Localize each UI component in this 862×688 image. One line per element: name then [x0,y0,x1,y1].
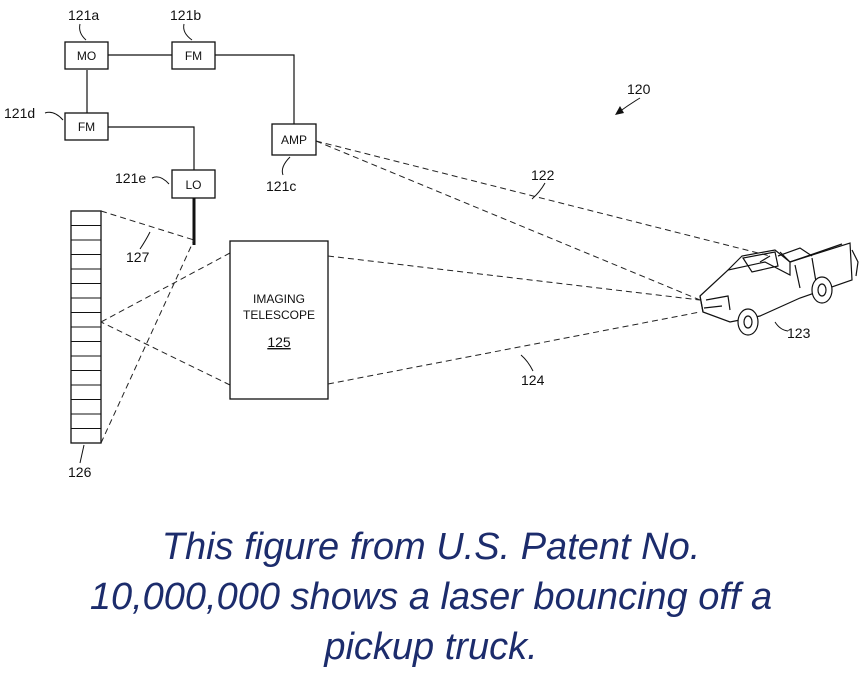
telescope-ref: 125 [267,334,291,350]
caption-line-1: This figure from U.S. Patent No. [161,526,701,568]
fm-top-block: FM [171,41,216,70]
lo-ref: 121e [115,170,146,186]
fm-top-ref: 121b [170,7,201,23]
mo-label: MO [77,49,96,63]
amp-label: AMP [281,133,307,147]
lo-block: LO [171,169,216,199]
caption-line-2: 10,000,000 shows a laser bouncing off a [89,576,773,618]
mo-ref: 121a [68,7,99,23]
signal-wires [86,54,295,245]
amp-block: AMP [271,123,317,156]
fm-left-block: FM [64,112,109,141]
system-ref: 120 [627,81,651,97]
return-beam [327,255,701,385]
lo-beam [100,210,195,444]
imaging-telescope: IMAGING TELESCOPE 125 [229,240,329,400]
lo-beam-ref: 127 [126,249,150,265]
return-ref: 124 [521,372,545,388]
telescope-line1: IMAGING [253,292,305,306]
fm-left-ref: 121d [4,105,35,121]
mo-block: MO [64,41,109,70]
target-ref: 123 [787,325,811,341]
focused-beam [100,252,231,386]
detector-ref: 126 [68,464,92,480]
caption-line-3: pickup truck. [324,626,538,668]
fm-left-label: FM [78,120,95,134]
system-ref-arrow [615,97,641,115]
pickup-truck [699,242,859,336]
fm-top-label: FM [185,49,202,63]
lo-label: LO [185,178,201,192]
detector-array [70,210,102,444]
transmit-ref: 122 [531,167,555,183]
figure-caption: This figure from U.S. Patent No. 10,000,… [0,522,862,672]
telescope-line2: TELESCOPE [243,308,315,322]
amp-ref: 121c [266,178,296,194]
transmit-beam [315,140,771,301]
patent-figure: MO 121a FM 121b FM 121d LO 121e AMP 121c… [4,7,859,480]
